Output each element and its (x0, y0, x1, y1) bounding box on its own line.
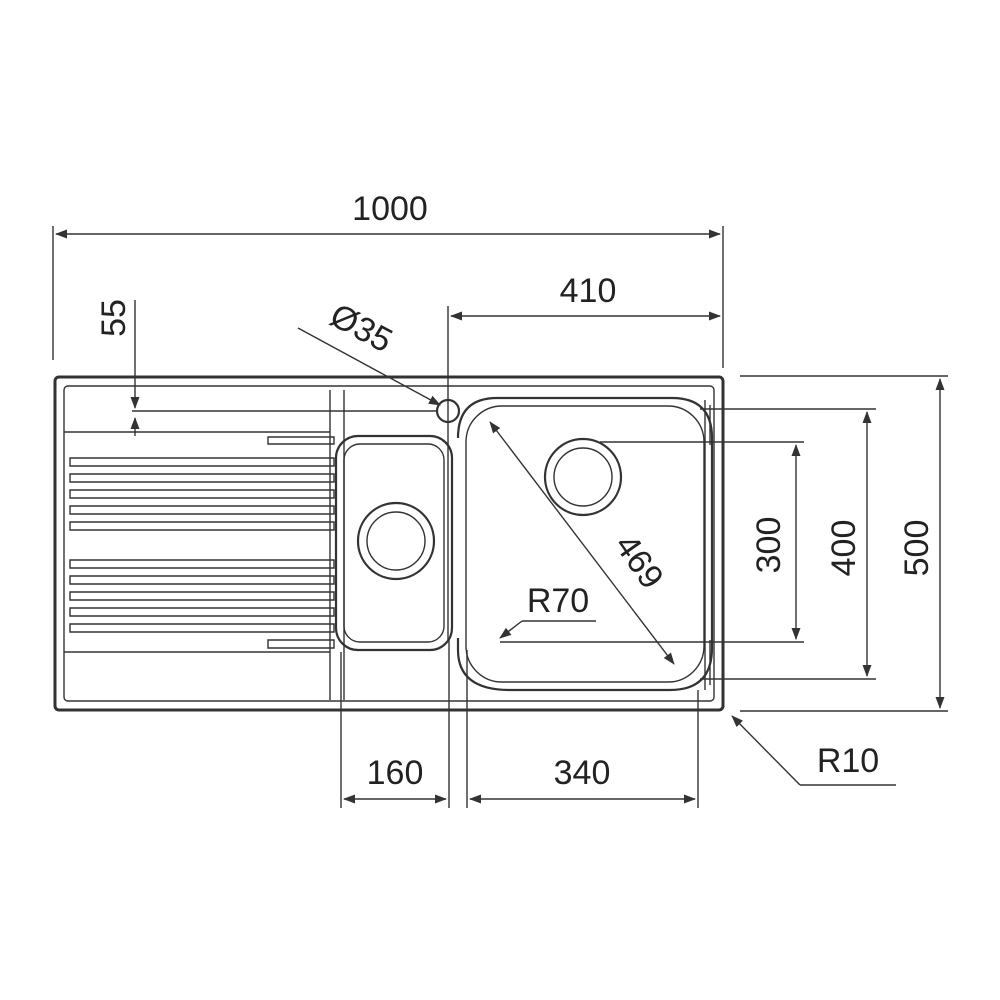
bowl-diagonal-label: 469 (607, 528, 671, 596)
large-bowl-drain (543, 437, 623, 517)
overflow-strip (704, 400, 711, 690)
dimension-tap-offset: 55 (95, 299, 436, 436)
dimension-bowl-depth: 400 (700, 408, 876, 680)
bowl-radius-label: R70 (527, 582, 589, 620)
small-bowl-drain (356, 501, 436, 581)
overall-depth-label: 500 (898, 520, 936, 577)
dimension-overall-width: 1000 (52, 190, 724, 368)
bowl-depth-label: 400 (825, 520, 863, 577)
dimension-overall-depth: 500 (740, 375, 948, 712)
dimension-bowl-radius: R70 (499, 582, 596, 639)
tap-offset-label: 55 (95, 299, 133, 337)
small-bowl-width-label: 160 (367, 754, 424, 792)
dimension-small-bowl-width: 160 (340, 640, 450, 808)
dimension-tap-diameter: Ø35 (297, 296, 441, 406)
overall-width-label: 1000 (352, 190, 428, 228)
dimension-bowl-offset: 410 (447, 272, 721, 640)
large-bowl (456, 396, 714, 692)
dimension-outer-radius: R10 (731, 715, 896, 786)
small-bowl (334, 434, 454, 652)
outer-radius-label: R10 (817, 742, 879, 780)
dimension-bowl-diagonal: 469 (489, 421, 675, 665)
dimension-large-bowl-width: 340 (466, 650, 699, 808)
tap-diameter-label: Ø35 (324, 296, 399, 360)
large-bowl-width-label: 340 (554, 754, 611, 792)
dimension-bowl-inner-depth: 300 (500, 441, 804, 643)
bowl-inner-depth-label: 300 (750, 517, 788, 574)
drainer-ribs (64, 431, 335, 653)
bowl-offset-label: 410 (560, 272, 617, 310)
